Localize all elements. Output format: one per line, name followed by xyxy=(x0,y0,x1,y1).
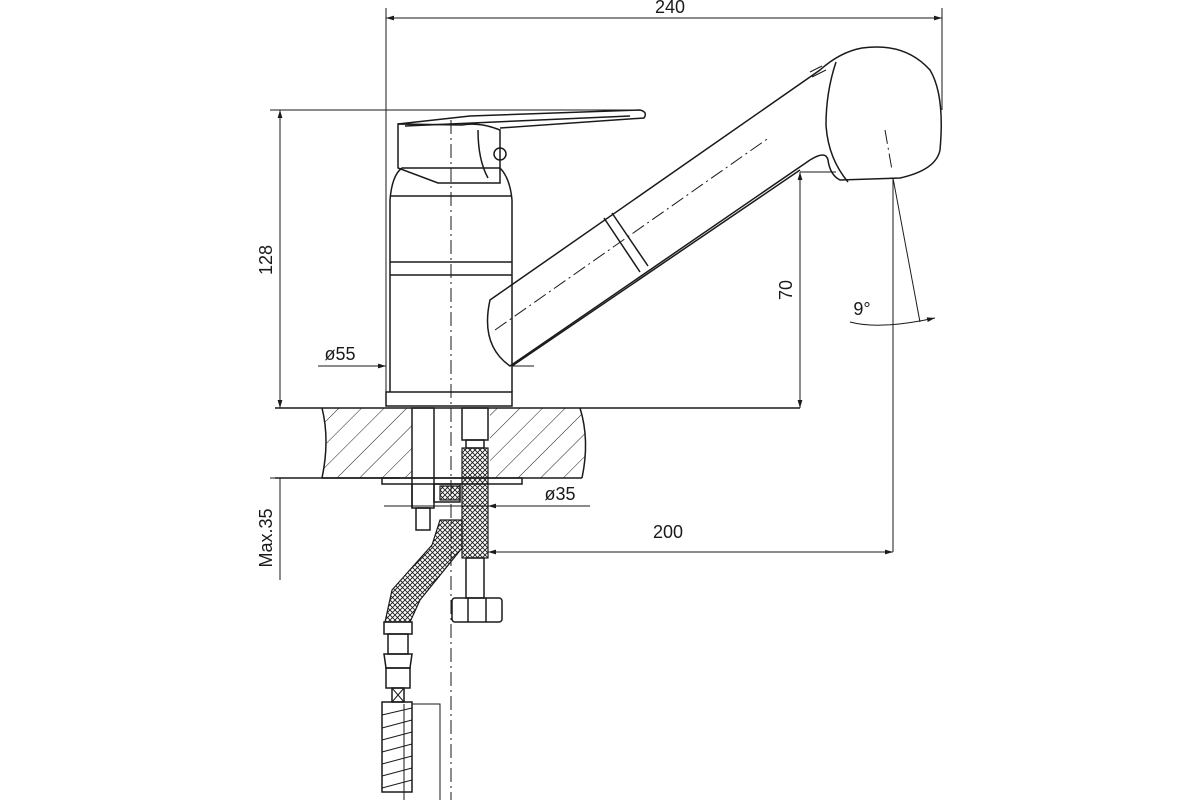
dimension-reach: 200 xyxy=(488,522,893,555)
dimension-overall-width: 240 xyxy=(385,0,943,392)
reach-label: 200 xyxy=(653,522,683,542)
dimension-spout-angle: 9° xyxy=(849,177,936,552)
dimension-mount-diameter: ø35 xyxy=(384,484,590,509)
dimension-spout-height: 70 xyxy=(776,171,836,408)
pull-out-spout xyxy=(486,46,942,367)
lever-screw-icon xyxy=(493,147,507,161)
dimension-body-height: 128 xyxy=(256,109,640,408)
base-diameter-label: ø55 xyxy=(324,344,355,364)
body-height-label: 128 xyxy=(256,245,276,275)
overall-width-label: 240 xyxy=(655,0,685,17)
faucet-lever xyxy=(397,109,647,184)
dimension-base-diameter: ø55 xyxy=(318,344,534,369)
mount-diameter-label: ø35 xyxy=(544,484,575,504)
dimension-max-thickness: Max.35 xyxy=(256,477,290,580)
spout-height-label: 70 xyxy=(776,280,796,300)
faucet-body xyxy=(385,167,513,407)
max-thickness-label: Max.35 xyxy=(256,508,276,567)
mounting-assembly xyxy=(381,407,503,800)
spout-angle-label: 9° xyxy=(853,299,870,319)
countertop-section xyxy=(275,407,800,485)
